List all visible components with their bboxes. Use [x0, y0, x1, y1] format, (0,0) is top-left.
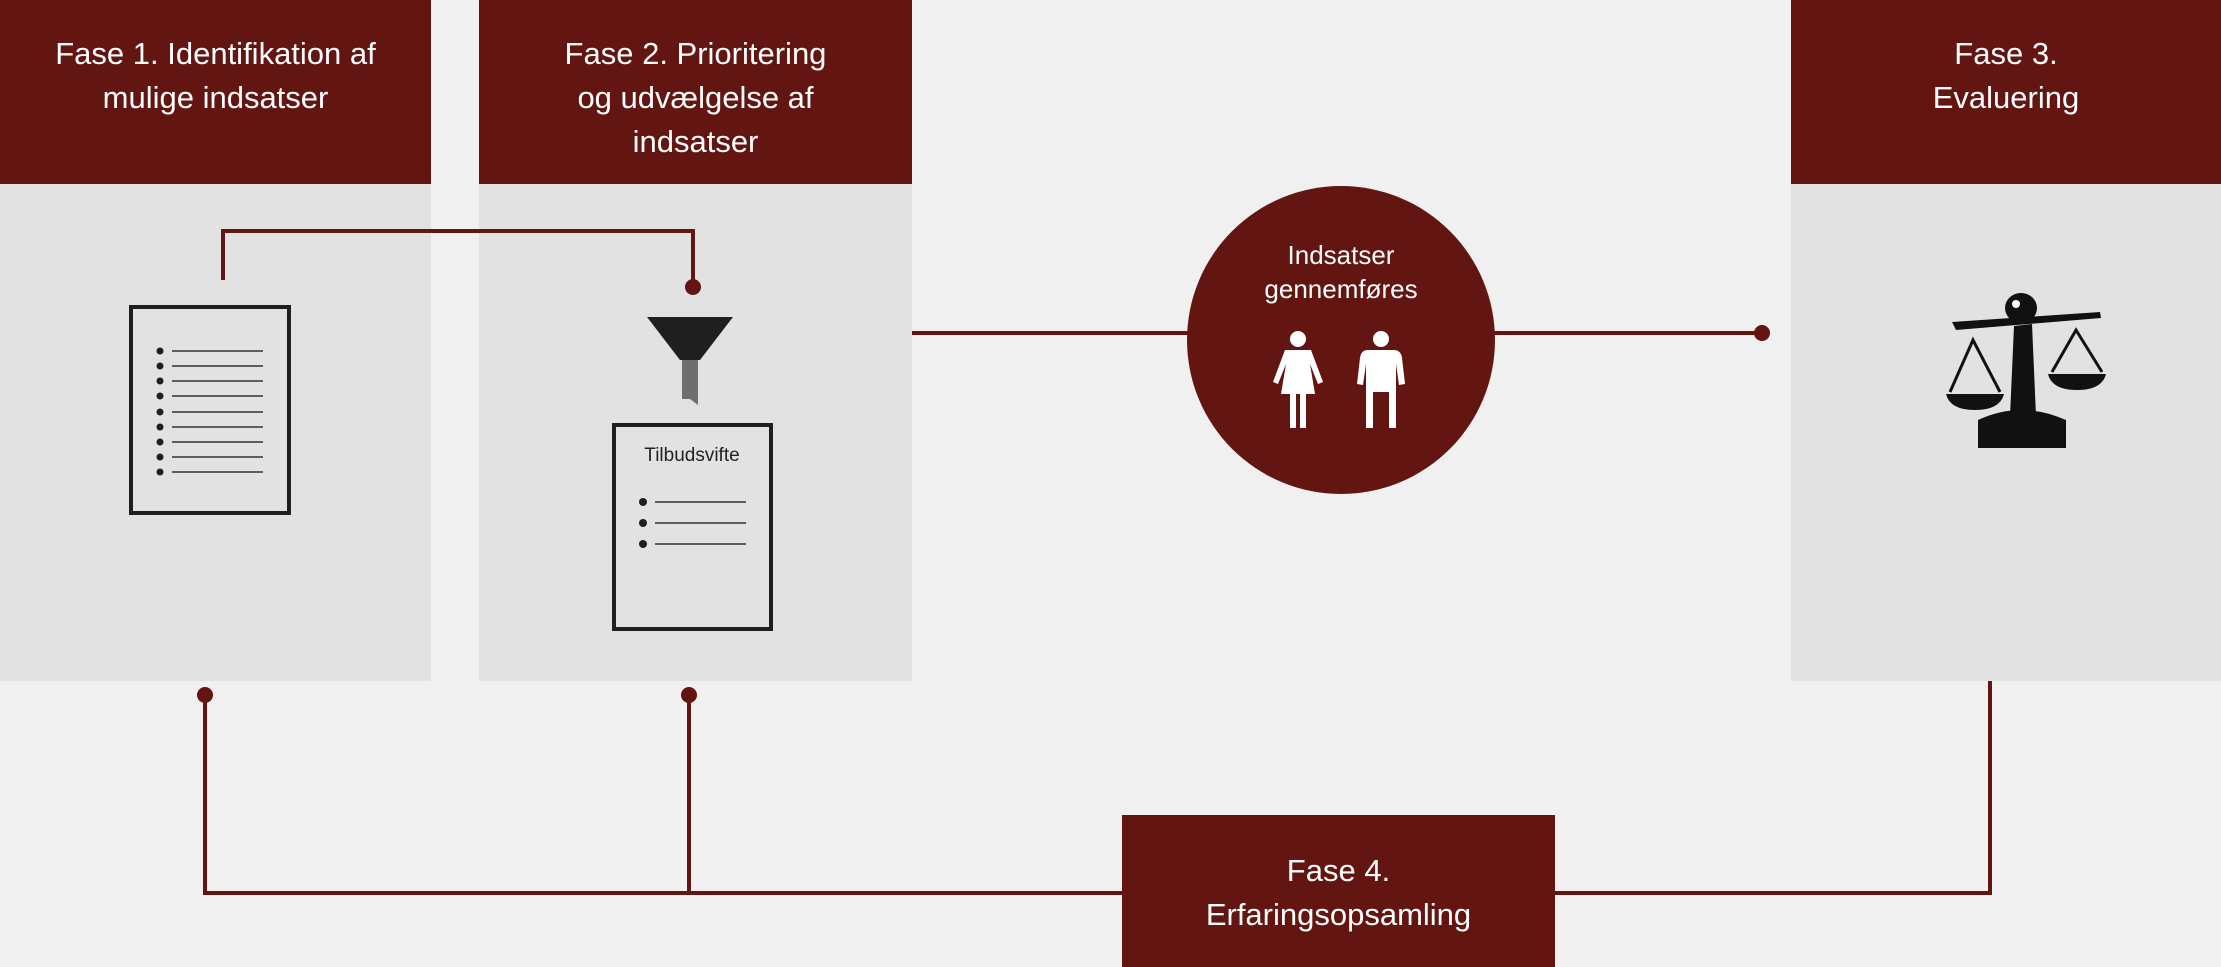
phase4-box: Fase 4. Erfaringsopsamling: [1122, 815, 1555, 967]
phase3-title-line2: Evaluering: [1932, 80, 2080, 115]
phase1-header: Fase 1. Identifikation af mulige indsats…: [0, 0, 431, 184]
phase2-title-line1: Fase 2. Prioritering: [564, 36, 827, 71]
phase1-title-line2: mulige indsatser: [102, 80, 329, 115]
phase3-title-line1: Fase 3.: [1954, 36, 2058, 71]
phase4-title-line1: Fase 4.: [1286, 853, 1391, 888]
phase3-header: Fase 3. Evaluering: [1791, 0, 2221, 184]
center-label-line2: gennemføres: [1264, 274, 1418, 304]
center-label-line1: Indsatser: [1287, 240, 1395, 270]
phase1-title-line1: Fase 1. Identifikation af: [55, 36, 376, 71]
phase2-header: Fase 2. Prioritering og udvælgelse af in…: [479, 0, 912, 184]
offer-list-document-icon: Tilbudsvifte: [612, 423, 773, 631]
connector-dot-phase3: [1754, 325, 1770, 341]
woman-icon: [1273, 331, 1323, 428]
phase2-title-line2: og udvælgelse af: [577, 80, 814, 115]
connector-dot-phase2-top: [685, 279, 701, 295]
offer-list-title: Tilbudsvifte: [644, 445, 739, 466]
connector-dot-phase1-bottom: [197, 687, 213, 703]
list-document-icon: [129, 305, 291, 515]
implementation-circle: Indsatser gennemføres: [1187, 186, 1495, 494]
scales-icon: [1946, 293, 2106, 448]
man-icon: [1357, 331, 1405, 428]
phase4-title-line2: Erfaringsopsamling: [1205, 897, 1472, 932]
funnel-icon: [647, 317, 733, 405]
phase2-title-line3: indsatser: [632, 124, 759, 159]
connector-phase1-to-phase2: [221, 229, 695, 287]
people-icon: [1273, 331, 1405, 428]
connector-dot-phase2-bottom: [681, 687, 697, 703]
